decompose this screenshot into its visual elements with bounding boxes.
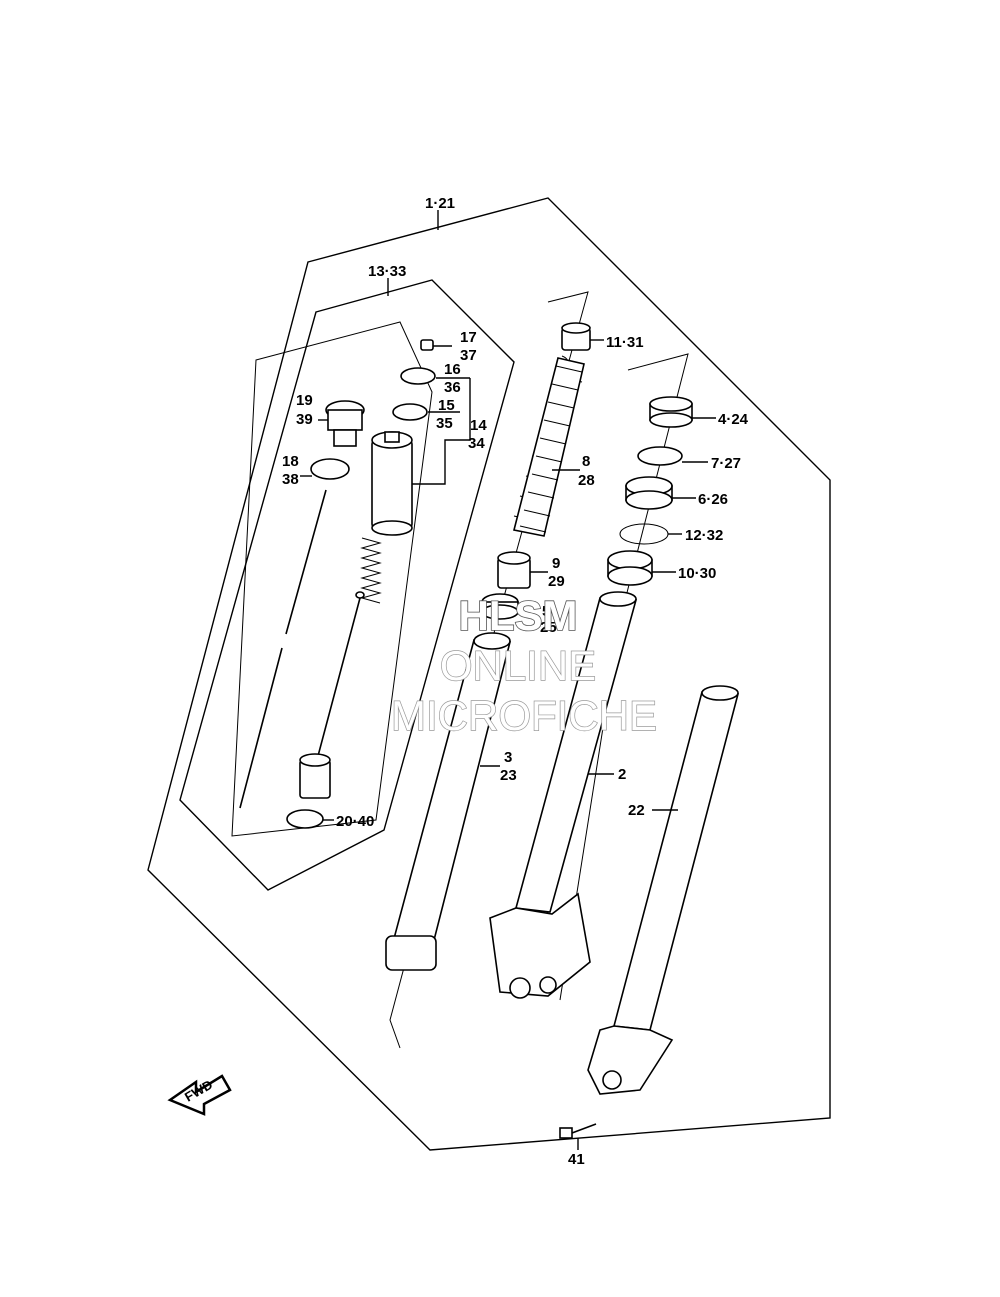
callout-8: 8 bbox=[582, 453, 590, 470]
part-small-spring bbox=[360, 537, 382, 604]
callout-29: 29 bbox=[548, 573, 565, 590]
part-8-fork-spring bbox=[513, 355, 585, 537]
callout-18: 18 bbox=[282, 453, 299, 470]
callout-9: 9 bbox=[552, 555, 560, 572]
part-6-oil-seal bbox=[625, 476, 696, 510]
watermark-line-1: HLSM bbox=[459, 592, 578, 639]
part-11-adjuster bbox=[561, 322, 604, 351]
callout-39: 39 bbox=[296, 411, 313, 428]
part-3-inner-tube bbox=[385, 632, 512, 971]
callout-37: 37 bbox=[460, 347, 477, 364]
part-10-dust-seal bbox=[607, 550, 676, 586]
callout-4-24: 4·24 bbox=[718, 411, 749, 428]
callout-23: 23 bbox=[500, 767, 517, 784]
callout-19: 19 bbox=[296, 392, 313, 409]
callout-34: 34 bbox=[468, 435, 485, 452]
part-12-circlip bbox=[619, 523, 682, 545]
part-5-bushing bbox=[481, 593, 519, 620]
cartridge-frame bbox=[179, 279, 515, 891]
part-damper-rod bbox=[299, 591, 365, 799]
part-7-washer bbox=[637, 446, 708, 466]
part-18-oring bbox=[300, 458, 350, 480]
callout-16: 16 bbox=[444, 361, 461, 378]
part-19-cap-bolt bbox=[318, 400, 365, 447]
part-41-bolt bbox=[559, 1123, 597, 1150]
part-16-oring bbox=[400, 367, 470, 385]
internal-bracket bbox=[231, 321, 433, 837]
fwd-arrow-icon: FWD bbox=[167, 1074, 232, 1116]
part-9-spacer bbox=[497, 551, 548, 589]
callout-28: 28 bbox=[578, 472, 595, 489]
callout-20-40: 20·40 bbox=[336, 813, 374, 830]
callout-2: 2 bbox=[618, 766, 626, 783]
callout-15: 15 bbox=[438, 397, 455, 414]
assembly-frame-outer bbox=[147, 197, 831, 1151]
callout-3: 3 bbox=[504, 749, 512, 766]
callout-13-33: 13·33 bbox=[368, 263, 406, 280]
watermark-line-3: MICROFICHE bbox=[391, 692, 657, 739]
callout-7-27: 7·27 bbox=[711, 455, 741, 472]
callout-36: 36 bbox=[444, 379, 461, 396]
callout-41: 41 bbox=[568, 1151, 585, 1168]
callout-12-32: 12·32 bbox=[685, 527, 723, 544]
callout-11-31: 11·31 bbox=[606, 334, 644, 351]
part-15-oring bbox=[392, 403, 460, 421]
callout-1-21: 1·21 bbox=[425, 195, 455, 212]
callout-10-30: 10·30 bbox=[678, 565, 716, 582]
part-14-cartridge bbox=[371, 431, 413, 536]
callout-17: 17 bbox=[460, 329, 477, 346]
part-22-outer-tube bbox=[587, 685, 740, 1095]
callout-22: 22 bbox=[628, 802, 645, 819]
part-2-outer-tube bbox=[489, 591, 638, 999]
part-20-oring bbox=[286, 809, 334, 829]
callout-14: 14 bbox=[470, 417, 487, 434]
callout-38: 38 bbox=[282, 471, 299, 488]
watermark-line-2: ONLINE bbox=[440, 642, 596, 689]
part-push-rod bbox=[239, 489, 327, 809]
part-17-nut bbox=[420, 339, 452, 351]
callout-25: 25 bbox=[540, 619, 557, 636]
callout-35: 35 bbox=[436, 415, 453, 432]
callout-6-26: 6·26 bbox=[698, 491, 728, 508]
callout-5: 5 bbox=[542, 603, 550, 620]
part-4-bushing bbox=[649, 396, 716, 428]
